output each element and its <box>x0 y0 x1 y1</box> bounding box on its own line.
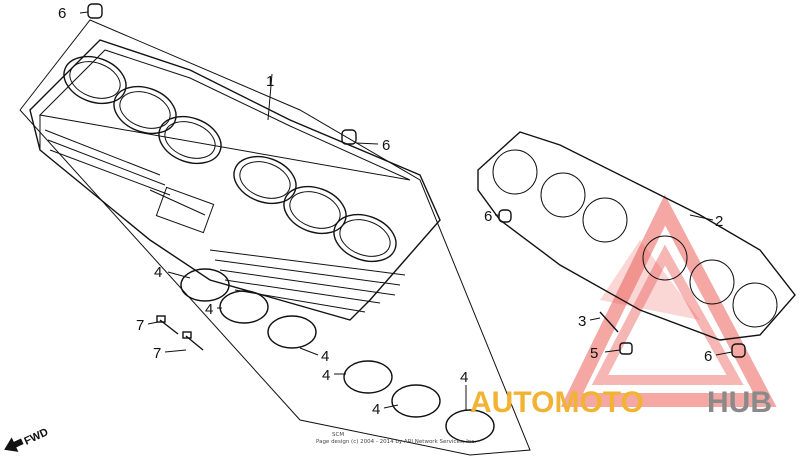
callout-4-e: 4 <box>372 401 380 418</box>
callout-4-a: 4 <box>154 264 162 281</box>
dowel-pin-block <box>341 129 357 145</box>
cylinder-block <box>29 39 441 321</box>
bolts-7 <box>156 315 204 351</box>
nut-5 <box>619 342 633 355</box>
callout-6-gasket: 6 <box>484 208 492 225</box>
callout-2: 2 <box>715 213 723 230</box>
forward-arrow: FWD <box>4 426 50 452</box>
dowel-pin-gasket <box>498 209 512 223</box>
callout-1: 1 <box>266 73 274 90</box>
callout-6-block: 6 <box>382 137 390 154</box>
copyright-text: Page design (c) 2004 - 2014 by ARI Netwo… <box>316 439 476 445</box>
callout-4-f: 4 <box>460 369 468 386</box>
watermark-logo <box>560 194 777 407</box>
callout-7-b: 7 <box>153 345 161 362</box>
watermark-word-b: HUB <box>707 386 772 419</box>
cylinder-head-gasket <box>477 131 796 341</box>
block-enclosure <box>19 19 531 456</box>
watermark-text: AUTOMOTO HUB <box>470 386 772 419</box>
fwd-label: FWD <box>22 426 50 447</box>
callout-6-right: 6 <box>704 348 712 365</box>
watermark-word-a: AUTOMOTO <box>470 386 644 419</box>
callout-6-top-left: 6 <box>58 5 66 22</box>
callout-4-d: 4 <box>322 367 330 384</box>
dowel-pin-right <box>731 343 746 358</box>
leader-lines <box>79 11 733 410</box>
dowel-pin-top-left <box>87 3 103 19</box>
callout-5: 5 <box>590 345 598 362</box>
callout-3: 3 <box>578 313 586 330</box>
callout-7-a: 7 <box>136 317 144 334</box>
callout-4-b: 4 <box>205 301 213 318</box>
callout-4-c: 4 <box>321 348 329 365</box>
copyright-code: SCM <box>332 432 344 438</box>
stud-bolt-3 <box>599 311 619 333</box>
o-rings <box>180 268 495 443</box>
